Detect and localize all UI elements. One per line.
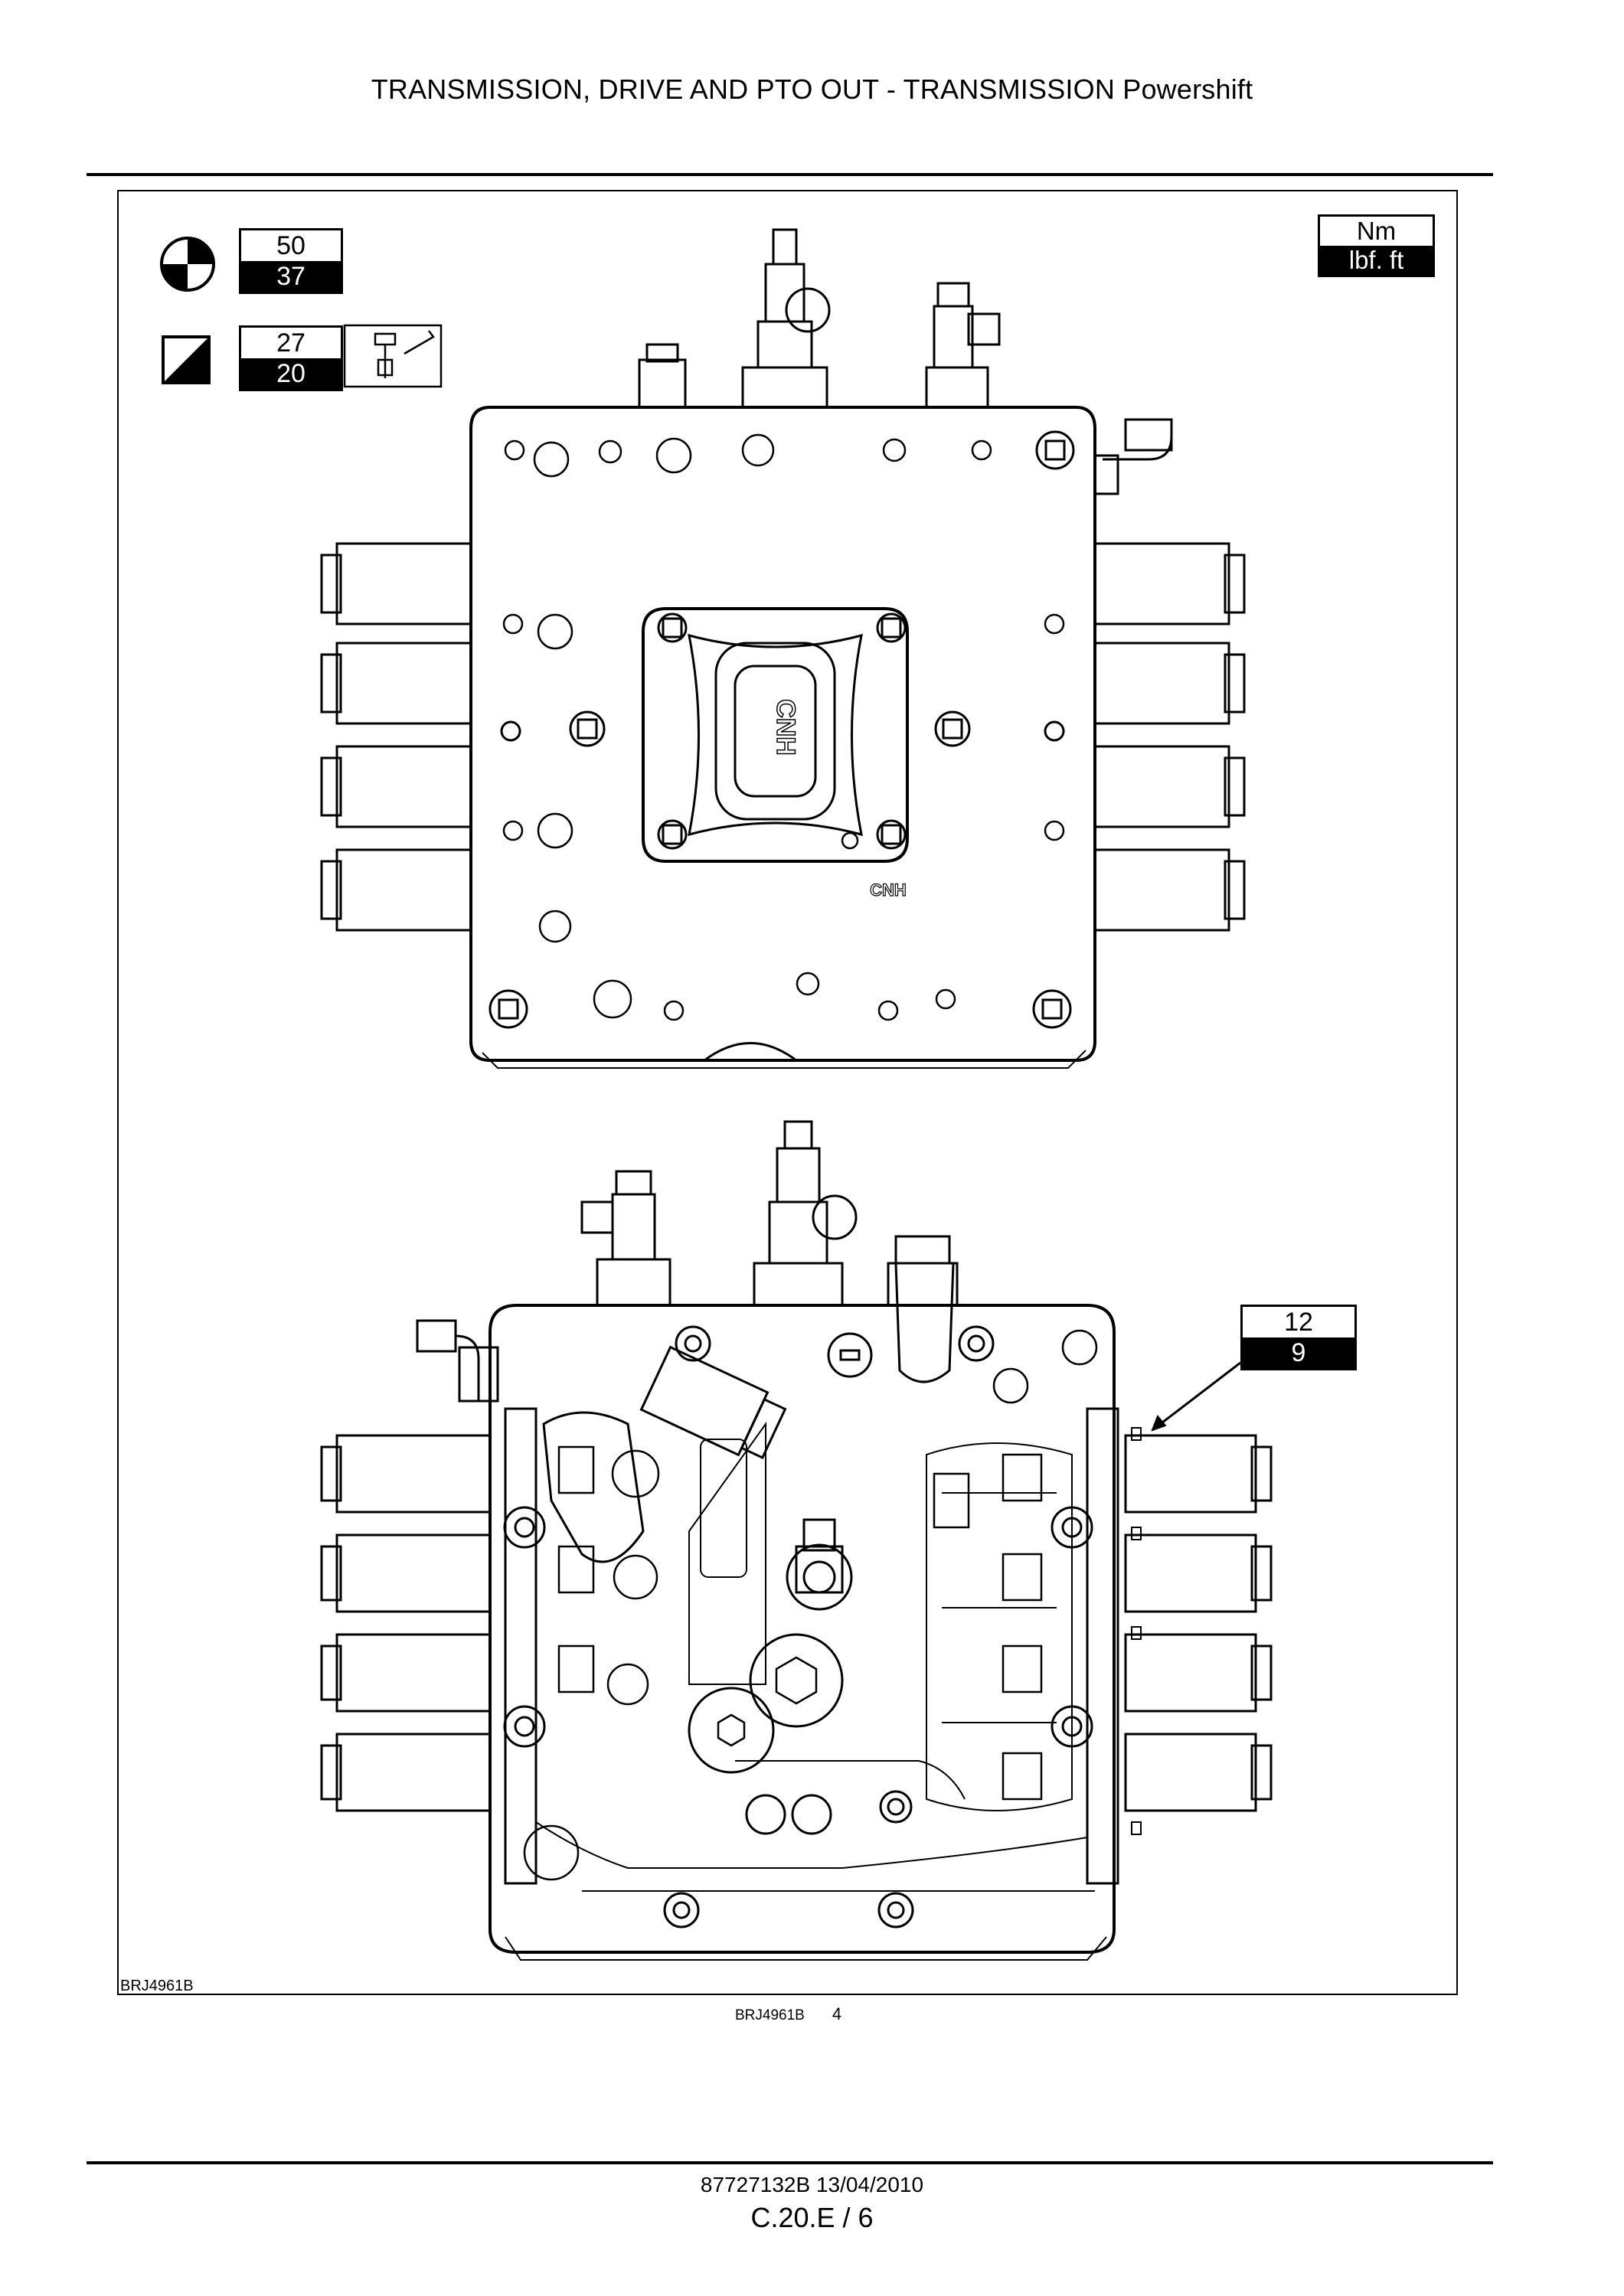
solenoids-right-top (1093, 542, 1246, 932)
page-header-title: TRANSMISSION, DRIVE AND PTO OUT - TRANSM… (371, 73, 1253, 105)
footer-doc-id: 87727132B 13/04/2010 (700, 2173, 924, 2196)
torque-nm-value: 50 (241, 230, 341, 261)
caption-code: BRJ4961B (735, 2007, 805, 2023)
footer-rule (87, 2161, 1493, 2164)
torque-spec-1: 50 37 (239, 228, 343, 294)
solenoids-right-bottom (1124, 1434, 1273, 1812)
caption-number: 4 (832, 2004, 842, 2023)
leader-arrow (1152, 1361, 1241, 1432)
torque-spec-3: 12 9 (1240, 1305, 1357, 1370)
seal-class-icon (162, 335, 211, 384)
valve-top-view (320, 228, 1246, 1069)
torque-nm-value: 12 (1243, 1307, 1354, 1337)
solenoids-left-top (320, 542, 472, 932)
bolt-threadlock-icon (343, 324, 443, 388)
cnh-logo-plate: CNH (870, 880, 907, 900)
torque-wrench-icon (160, 237, 215, 292)
cnh-logo-cover: CNH (771, 699, 800, 756)
solenoids-left-bottom (320, 1434, 492, 1812)
valve-bottom-view (320, 1120, 1273, 1961)
figure-caption: BRJ4961B 4 (735, 2004, 841, 2024)
unit-legend: Nm lbf. ft (1318, 214, 1435, 277)
header-rule (87, 173, 1493, 176)
torque-nm-value: 27 (241, 328, 341, 358)
torque-lbf-value: 20 (241, 358, 341, 389)
unit-imperial: lbf. ft (1320, 246, 1433, 275)
figure-code-label: BRJ4961B (120, 1978, 194, 1994)
torque-lbf-value: 9 (1243, 1337, 1354, 1368)
torque-spec-2: 27 20 (239, 325, 343, 391)
unit-metric: Nm (1356, 217, 1397, 245)
figure-frame (117, 190, 1458, 1995)
torque-lbf-value: 37 (241, 261, 341, 292)
footer-page-number: C.20.E / 6 (750, 2202, 874, 2233)
